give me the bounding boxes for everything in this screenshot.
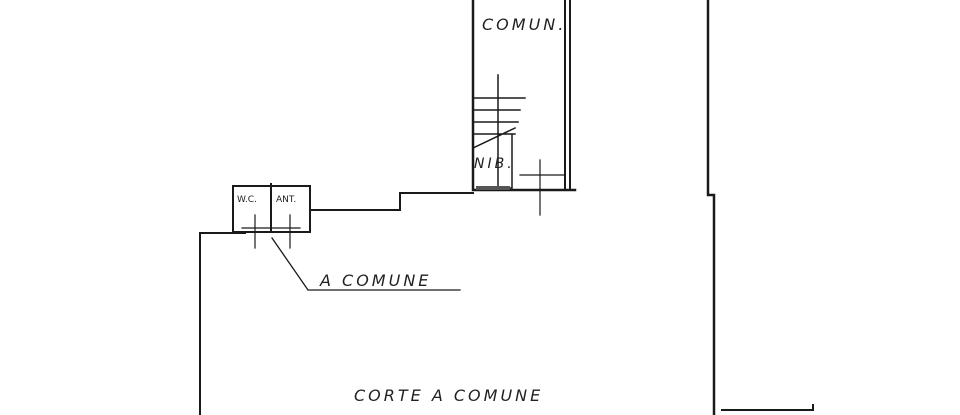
label-stair-hall: COMUN. — [482, 15, 566, 34]
stair-hall-right-wall — [564, 0, 571, 191]
right-boundary-wall — [706, 0, 716, 415]
stair-sill — [476, 186, 510, 190]
label-wc: W.C. — [237, 195, 257, 205]
door-mark-stair — [519, 159, 566, 216]
label-antibagno: ANT. — [276, 195, 296, 205]
bottom-right-wall — [721, 404, 814, 411]
walls — [199, 0, 814, 415]
step-wall — [309, 192, 474, 211]
stair-hall-wall — [471, 0, 577, 192]
leader-line — [271, 237, 461, 291]
label-common-pointer: A COMUNE — [319, 271, 431, 290]
door-marks — [241, 214, 301, 249]
stair-treads — [472, 74, 526, 189]
left-boundary-wall — [199, 232, 246, 415]
label-landing: NIB. — [474, 156, 515, 172]
staircase — [472, 74, 526, 190]
wc-box — [232, 183, 311, 233]
label-courtyard: CORTE A COMUNE — [354, 386, 543, 405]
